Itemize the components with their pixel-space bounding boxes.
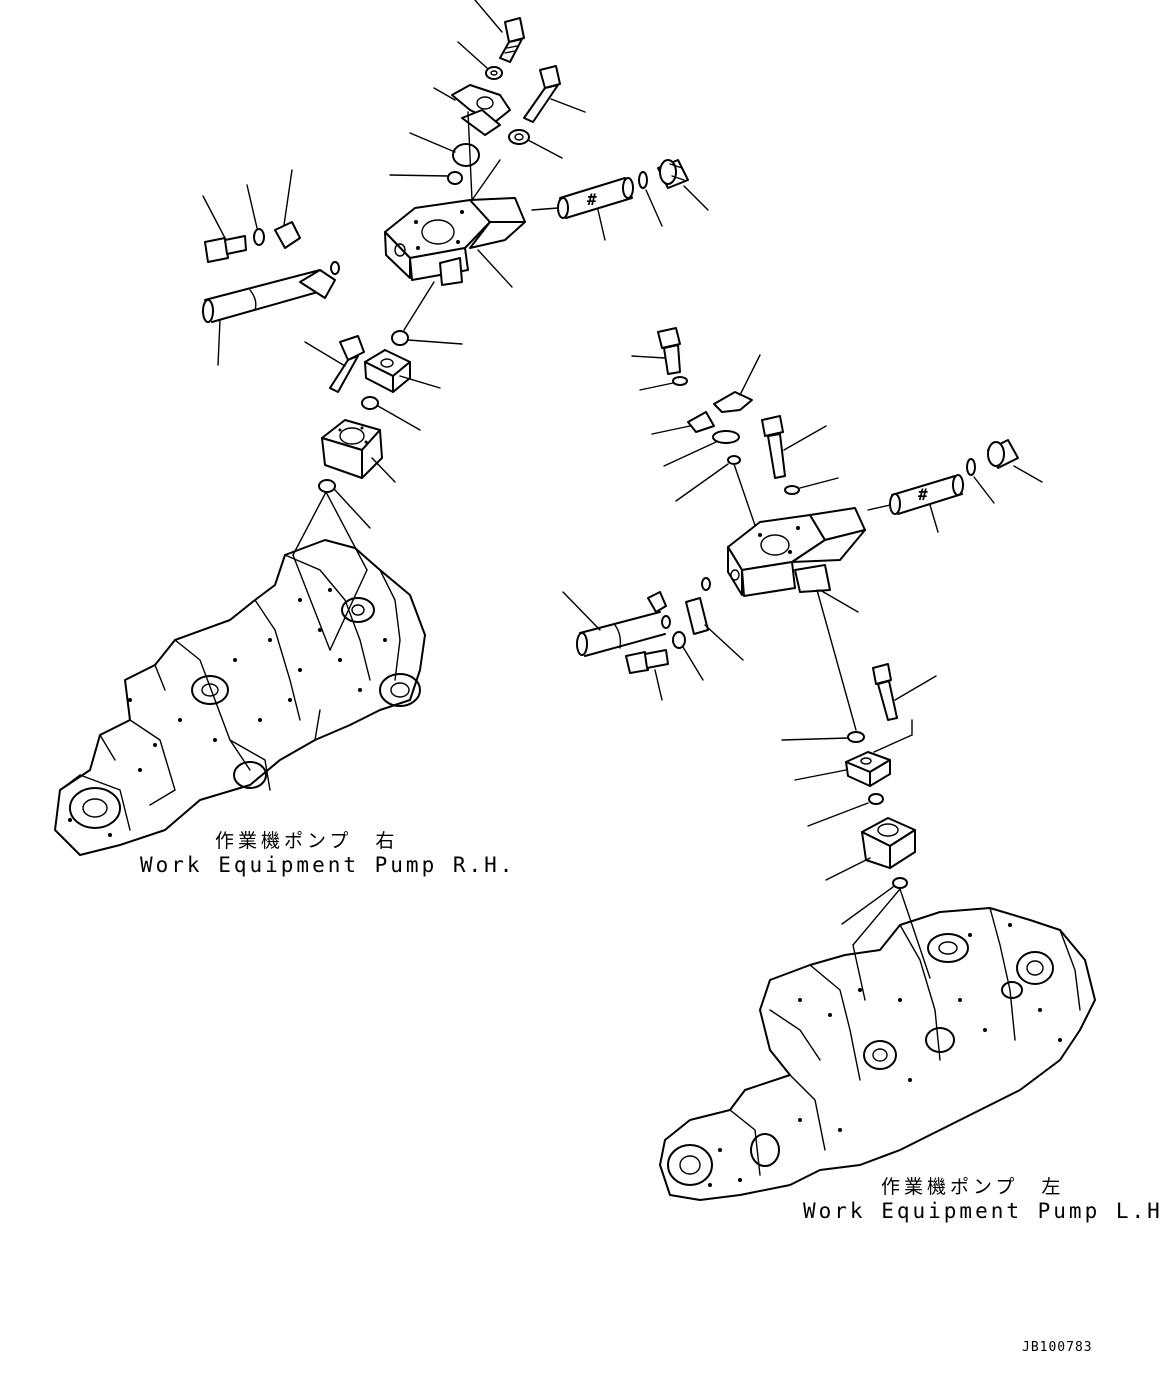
pipe-part [576,591,667,657]
bolt-part [625,649,669,674]
flange-plate-part [845,751,891,787]
oring-part [966,458,976,476]
clamp-part [713,391,753,413]
washer-part [253,228,265,246]
lh-pump-assembly [659,907,1096,1201]
bolt-part [657,327,681,375]
valve-block-part [861,817,916,869]
clamp-part [274,221,301,249]
bolt-part [872,663,898,721]
washer-part [784,485,800,495]
cap-part [452,143,480,167]
rh-pump-assembly [54,539,426,856]
oring-part [892,877,908,889]
long-bolt-part [523,65,561,123]
bolt-part [499,17,525,63]
oring-part [318,479,336,493]
clamp-part [687,411,715,433]
lh-pump-label: 作業機ポンプ 左 Work Equipment Pump L.H. [803,1172,1163,1223]
drawing-code: JB100783 [1022,1340,1093,1355]
plug-part [987,439,1019,469]
main-block-part [384,197,526,286]
plug-part [657,159,689,189]
oring-part [391,330,409,346]
oring-part [847,731,865,743]
oring-part [330,261,340,275]
split-flange-part [451,84,511,136]
oring-part [361,396,379,410]
washer-part [672,376,688,386]
pipe-part [202,269,336,323]
svg-text:#: # [587,190,597,209]
svg-text:#: # [918,485,928,504]
bolt-part [204,235,247,263]
washer-part [485,66,503,80]
oring-part [701,577,711,591]
washer-part [672,631,686,649]
rh-pump-label-en: Work Equipment Pump R.H. [140,853,516,877]
clamp-part [685,597,709,635]
oring-part [447,171,463,185]
long-bolt-part [761,415,786,479]
fitting-part [329,335,365,393]
oring-part [727,455,741,465]
lh-exploded-group: # [562,327,1043,1001]
tube-part: # [557,177,634,219]
cap-part [712,430,740,444]
oring-part [868,793,884,805]
main-block-part [727,507,866,597]
rh-exploded-group: # [202,0,709,651]
rh-pump-label-jp: 作業機ポンプ 右 [215,830,399,852]
rh-pump-label: 作業機ポンプ 右 Work Equipment Pump R.H. [140,826,515,877]
tube-part: # [889,474,964,515]
lh-pump-label-jp: 作業機ポンプ 左 [881,1176,1065,1198]
flange-plate-part [364,349,411,393]
washer-part [508,129,530,145]
valve-block-part [321,419,383,479]
oring-part [661,615,671,629]
oring-part [638,171,648,189]
lh-pump-label-en: Work Equipment Pump L.H. [803,1199,1163,1223]
